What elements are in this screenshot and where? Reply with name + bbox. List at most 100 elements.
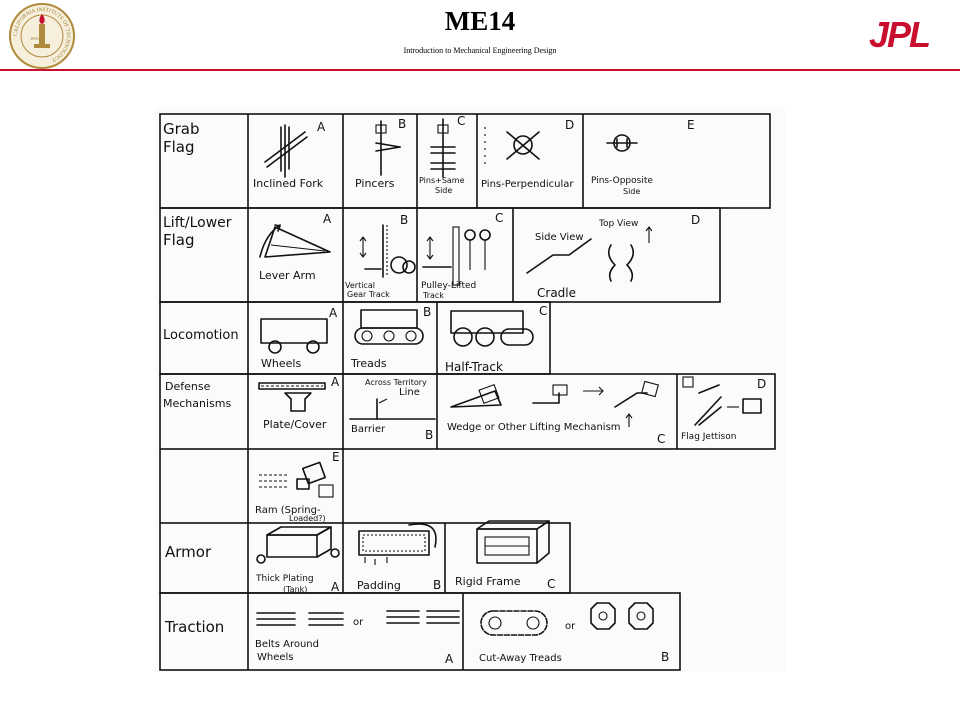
option-letter: E [687,118,695,132]
option-letter: B [398,117,406,131]
option-caption: Inclined Fork [253,177,324,190]
option-note: Across Territory [365,378,427,387]
rigid-frame-sketch [476,520,550,564]
sketch-sheet: Grab Flag Lift/Lower Flag Locomotion Def… [159,113,776,671]
row-label-defense-2: Mechanisms [163,397,231,410]
option-letter: A [323,212,332,226]
option-caption: Wedge or Other Lifting Mechanism [447,422,621,433]
page-title: ME14 [444,6,516,36]
option-letter: D [691,213,700,227]
flag-jettison-sketch [682,376,762,426]
option-letter: B [425,428,433,442]
option-caption: Track [422,291,444,300]
padding-sketch [358,523,437,565]
option-letter: C [457,114,465,128]
option-caption: Half-Track [445,360,503,374]
treads-sketch [354,309,424,345]
option-letter: D [757,377,766,391]
option-letter: B [661,650,669,664]
option-caption: Vertical [345,281,375,290]
row-grab-flag: A Inclined Fork B Pincers C [253,114,695,196]
option-caption: Padding [357,579,401,592]
option-letter: A [331,580,340,594]
option-note: or [353,617,364,628]
morphological-chart: Grab Flag Lift/Lower Flag Locomotion Def… [155,107,785,672]
plate-cover-sketch [258,382,326,412]
option-letter: A [329,306,338,320]
row-lift-lower-flag: A Lever Arm B Vertical Gear Track C [259,211,700,300]
row-label-defense-1: Defense [165,380,211,393]
row-label-grab-1: Grab [163,120,200,138]
option-caption: Pulley-Lifted [421,281,476,291]
option-caption: Pins+Same [419,176,465,185]
option-caption: Wheels [257,652,294,663]
option-caption: Ram (Spring- [255,505,321,516]
option-letter: B [433,578,441,592]
pins-opposite-side-sketch [606,134,638,152]
option-letter: C [547,577,555,591]
option-caption: Flag Jettison [681,432,736,442]
option-letter: A [317,120,326,134]
row-defense-mechanisms: A Plate/Cover Across Territory Line Barr… [255,375,766,523]
row-armor: Thick Plating (Tank) A Padding B Rigid F… [255,520,555,594]
option-caption: Pins-Opposite [591,176,653,186]
page-subtitle: Introduction to Mechanical Engineering D… [403,46,557,55]
option-caption: Thick Plating [255,574,314,584]
half-track-sketch [450,310,534,347]
chart-grid [159,113,776,671]
option-letter: C [495,211,503,225]
jpl-logo-text: JPL [869,16,929,52]
row-traction: or Belts Around Wheels A or Cut-Away Tre… [255,602,669,666]
option-letter: C [539,304,547,318]
option-letter: E [332,450,340,464]
option-caption: Rigid Frame [455,575,521,588]
header-rule [0,69,960,71]
option-note: Top View [598,219,638,229]
option-letter: D [565,118,574,132]
jpl-logo: JPL [869,16,931,52]
caltech-seal-icon: CALIFORNIA INSTITUTE OF TECHNOLOGY 1891 [9,3,75,69]
option-caption: Plate/Cover [263,418,327,431]
option-caption: Side [623,187,640,196]
option-caption: Cut-Away Treads [479,653,562,664]
row-label-traction: Traction [164,618,224,636]
option-caption: Treads [350,357,387,370]
lever-arm-sketch [259,224,331,258]
slide-header: CALIFORNIA INSTITUTE OF TECHNOLOGY 1891 … [0,0,960,74]
option-caption: Barrier [351,424,386,435]
option-letter: B [423,305,431,319]
option-caption: Side [435,186,452,195]
option-letter: B [400,213,408,227]
option-letter: A [445,652,454,666]
row-label-lift-1: Lift/Lower [163,215,232,231]
vertical-gear-track-sketch [359,224,416,278]
wheels-sketch [260,318,328,354]
option-note: or [565,621,576,632]
ram-sketch [259,461,334,498]
option-caption: Belts Around [255,639,319,650]
barrier-sketch [349,398,436,420]
option-note: Line [399,387,420,398]
row-locomotion: A Wheels B Treads C [260,304,547,374]
option-caption: Pincers [355,177,395,190]
pins-perpendicular-sketch [484,127,540,167]
cradle-sketch [526,226,653,282]
inclined-fork-sketch [264,124,308,178]
seal-year: 1891 [30,36,39,41]
pins-same-side-sketch [430,118,456,178]
option-caption: (Tank) [283,585,307,594]
cut-away-treads-sketch [480,602,654,636]
option-caption: Wheels [261,357,301,370]
option-note: Side View [535,232,584,243]
row-label-locomotion: Locomotion [163,328,239,343]
option-caption: Cradle [537,286,576,300]
option-caption: Lever Arm [259,269,316,282]
pulley-lifted-track-sketch [422,226,491,286]
row-label-grab-2: Flag [163,138,195,156]
belts-around-wheels-sketch [256,610,460,626]
row-label-lift-2: Flag [163,231,195,249]
option-caption: Pins-Perpendicular [481,179,574,190]
wedge-lifting-sketch [450,380,659,427]
row-label-armor: Armor [165,543,212,561]
row-labels: Grab Flag Lift/Lower Flag Locomotion Def… [163,120,239,636]
